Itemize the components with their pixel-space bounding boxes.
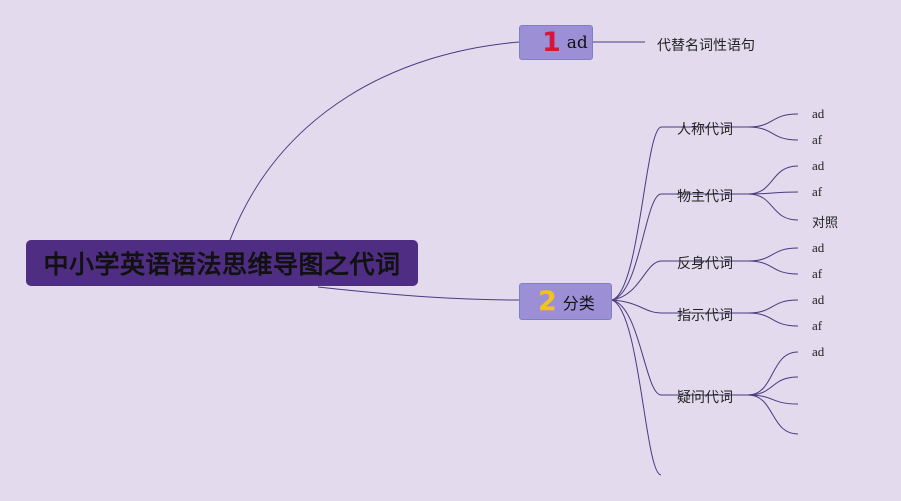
group-interrogative-pronoun[interactable]: 疑问代词 bbox=[677, 390, 733, 406]
leaf-node[interactable]: af bbox=[812, 132, 823, 147]
leaf-node[interactable]: ad bbox=[812, 240, 825, 255]
group-personal-pronoun[interactable]: 人称代词 bbox=[677, 122, 733, 138]
leaf-node[interactable]: af bbox=[812, 266, 823, 281]
leaf-node[interactable]: af bbox=[812, 318, 823, 333]
group-possessive-pronoun[interactable]: 物主代词 bbox=[677, 189, 733, 205]
branch-1-child[interactable]: 代替名词性语句 bbox=[657, 38, 755, 54]
branch-node-1[interactable]: 1 ad bbox=[519, 25, 593, 60]
branch-1-label: ad bbox=[566, 32, 588, 53]
leaf-node[interactable]: af bbox=[812, 184, 823, 199]
group-reflexive-pronoun[interactable]: 反身代词 bbox=[677, 256, 733, 272]
leaf-node[interactable]: 对照 bbox=[812, 216, 839, 231]
root-title: 中小学英语语法思维导图之代词 bbox=[43, 250, 401, 279]
leaf-node[interactable]: ad bbox=[812, 344, 825, 359]
root-node[interactable]: 中小学英语语法思维导图之代词 bbox=[26, 240, 418, 286]
group-demonstrative-pronoun[interactable]: 指示代词 bbox=[677, 308, 733, 324]
leaf-node[interactable]: ad bbox=[812, 292, 825, 307]
leaf-node[interactable]: ad bbox=[812, 158, 825, 173]
leaf-node[interactable]: ad bbox=[812, 106, 825, 121]
branch-node-2[interactable]: 2 分类 bbox=[519, 283, 612, 320]
number-1-badge: 1 bbox=[542, 27, 561, 58]
branch-2-label: 分类 bbox=[562, 293, 595, 313]
number-2-badge: 2 bbox=[538, 286, 557, 317]
